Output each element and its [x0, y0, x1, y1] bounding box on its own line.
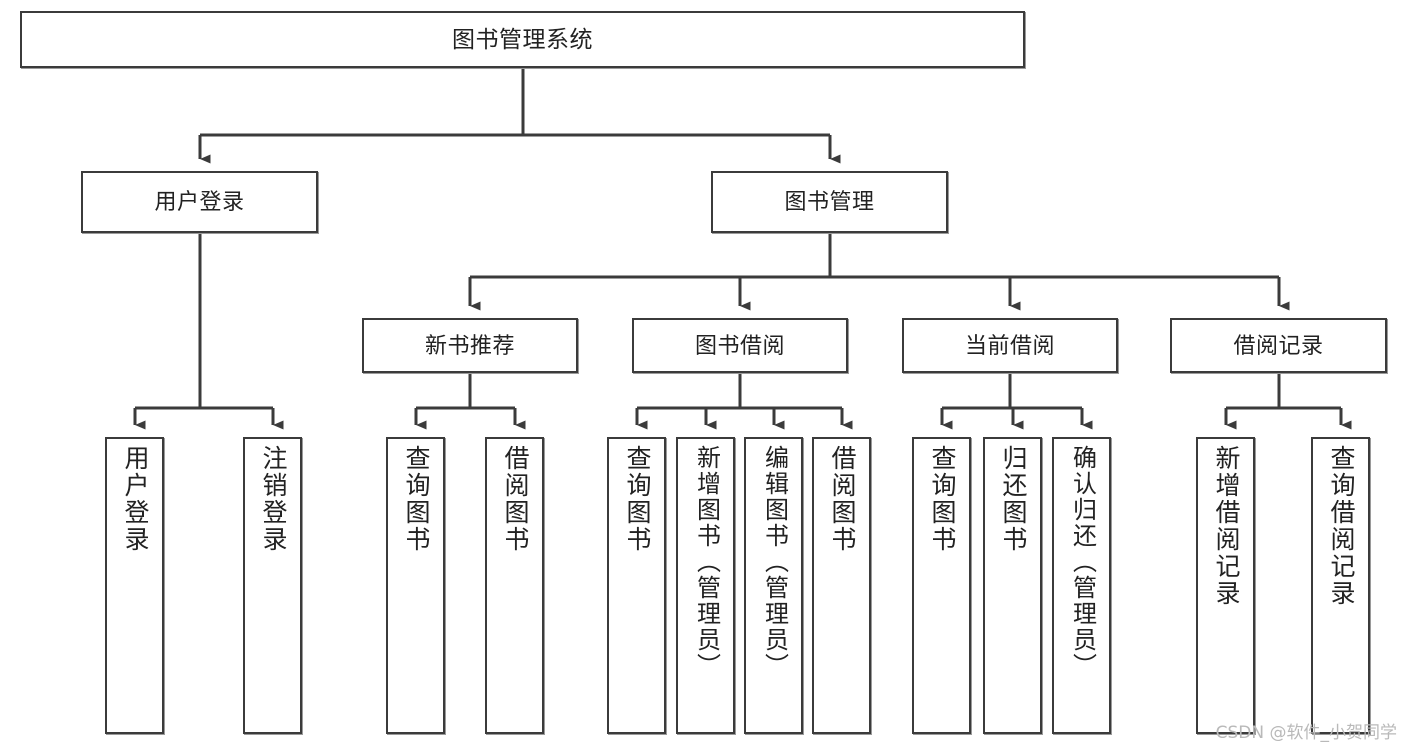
node-leaf-cb-query[interactable]: 查询图书: [912, 437, 971, 734]
node-leaf-bb-borrow[interactable]: 借阅图书: [812, 437, 871, 734]
node-leaf-rec-query[interactable]: 查询图书: [386, 437, 445, 734]
node-label: 图书借阅: [694, 332, 785, 358]
node-leaf-bb-query[interactable]: 查询图书: [607, 437, 666, 734]
node-leaf-cb-confirm[interactable]: 确认归还（管理员）: [1052, 437, 1111, 734]
node-label: 用户登录: [121, 445, 149, 553]
node-label: 查询图书: [623, 445, 651, 553]
node-label: 编辑图书（管理员）: [760, 445, 788, 679]
node-label: 确认归还（管理员）: [1068, 445, 1096, 679]
node-label: 注销登录: [259, 445, 287, 553]
node-leaf-user-login[interactable]: 用户登录: [105, 437, 164, 734]
node-label: 新增图书（管理员）: [692, 445, 720, 679]
node-leaf-rec-borrow[interactable]: 借阅图书: [485, 437, 544, 734]
csdn-watermark: CSDN @软件_小贺同学: [1215, 723, 1397, 743]
node-label: 当前借阅: [964, 332, 1055, 358]
node-root[interactable]: 图书管理系统: [20, 11, 1025, 68]
node-leaf-br-add[interactable]: 新增借阅记录: [1196, 437, 1255, 734]
node-leaf-bb-edit[interactable]: 编辑图书（管理员）: [744, 437, 803, 734]
node-current-borrow[interactable]: 当前借阅: [902, 318, 1118, 373]
node-label: 用户登录: [154, 189, 245, 215]
node-borrow-record[interactable]: 借阅记录: [1170, 318, 1387, 373]
node-user-login[interactable]: 用户登录: [81, 171, 318, 233]
node-label: 借阅图书: [828, 445, 856, 553]
node-leaf-cb-return[interactable]: 归还图书: [983, 437, 1042, 734]
node-label: 查询借阅记录: [1327, 445, 1355, 607]
node-label: 图书管理系统: [452, 25, 593, 52]
node-label: 查询图书: [402, 445, 430, 553]
node-new-book-rec[interactable]: 新书推荐: [362, 318, 578, 373]
node-label: 借阅图书: [501, 445, 529, 553]
node-label: 借阅记录: [1233, 332, 1324, 358]
node-book-manage[interactable]: 图书管理: [711, 171, 948, 233]
node-label: 图书管理: [784, 189, 875, 215]
node-leaf-user-logout[interactable]: 注销登录: [243, 437, 302, 734]
node-label: 新增借阅记录: [1212, 445, 1240, 607]
node-label: 查询图书: [928, 445, 956, 553]
node-label: 归还图书: [999, 445, 1027, 553]
node-leaf-bb-add[interactable]: 新增图书（管理员）: [676, 437, 735, 734]
node-leaf-br-query[interactable]: 查询借阅记录: [1311, 437, 1370, 734]
node-label: 新书推荐: [424, 332, 515, 358]
node-book-borrow[interactable]: 图书借阅: [632, 318, 848, 373]
